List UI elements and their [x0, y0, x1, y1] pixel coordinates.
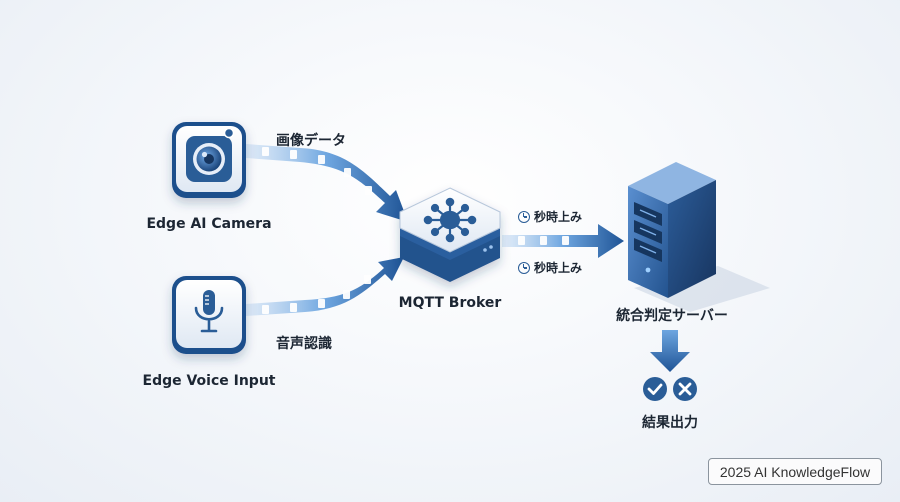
packet-icon [343, 290, 350, 299]
packet-icon [318, 155, 325, 164]
microphone-icon [194, 290, 224, 333]
result-label: 結果出力 [642, 415, 698, 431]
broker-label: MQTT Broker [398, 295, 502, 311]
server-node [628, 162, 770, 312]
packet-icon [364, 275, 371, 284]
latency-text: 秒時上み [534, 210, 583, 224]
hub-icon [423, 197, 477, 243]
latency-badge-bottom: 秒時上み [518, 259, 582, 276]
packet-icon [562, 236, 569, 245]
server-to-result-arrow [650, 330, 690, 372]
camera-icon [186, 127, 235, 182]
clock-icon [518, 261, 530, 274]
packet-icon [262, 147, 269, 156]
cross-icon [673, 377, 697, 401]
server-icon [628, 162, 716, 298]
data-packets [262, 147, 569, 314]
camera-edge-label: 画像データ [276, 133, 346, 149]
camera-label: Edge AI Camera [146, 216, 272, 232]
voice-node [172, 276, 246, 354]
voice-edge-label: 音声認識 [276, 336, 332, 352]
packet-icon [318, 299, 325, 308]
packet-icon [290, 303, 297, 312]
server-label: 統合判定サーバー [616, 308, 728, 324]
packet-icon [344, 168, 351, 177]
result-node [643, 377, 697, 401]
latency-badge-top: 秒時上み [518, 208, 582, 225]
packet-icon [540, 236, 547, 245]
voice-label: Edge Voice Input [142, 373, 276, 389]
camera-node [172, 122, 246, 198]
camera-to-broker-arrow [246, 144, 408, 222]
watermark: 2025 AI KnowledgeFlow [708, 458, 882, 485]
packet-icon [365, 186, 372, 195]
packet-icon [518, 236, 525, 245]
voice-to-broker-arrow [246, 257, 404, 316]
packet-icon [262, 305, 269, 314]
broker-node [399, 187, 501, 282]
packet-icon [290, 150, 297, 159]
check-icon [643, 377, 667, 401]
clock-icon [518, 210, 530, 223]
latency-text: 秒時上み [534, 261, 583, 275]
